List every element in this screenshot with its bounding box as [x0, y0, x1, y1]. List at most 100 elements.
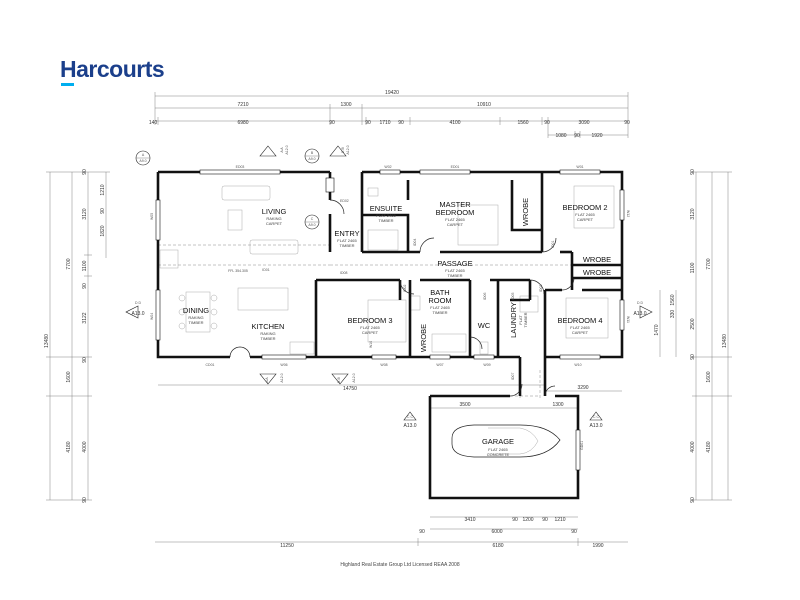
svg-text:BATH: BATH	[430, 288, 449, 297]
svg-text:FLAT 2465: FLAT 2465	[360, 325, 380, 330]
room-living: LIVING RAKING CARPET	[262, 207, 287, 226]
door-swings	[229, 199, 575, 397]
section-marker-cc-right: C C A13.0	[589, 411, 603, 429]
tag-w10b: W10	[369, 341, 373, 348]
dim-left-inner-1: 1100	[82, 260, 88, 271]
dim-row3-9: 3090	[578, 120, 589, 126]
dim-right-total: 13480	[722, 334, 728, 348]
svg-text:FLAT 2465: FLAT 2465	[376, 213, 396, 218]
tag-w01: W01	[576, 165, 583, 169]
dim-garage-row-2: 1200	[522, 517, 533, 523]
dim-total-1: 6180	[492, 543, 503, 549]
dim-bottom-right: 3290	[577, 385, 588, 391]
dim-right-inner-1: 1100	[690, 262, 696, 273]
tag-id05: ID05	[511, 293, 515, 300]
tag-cd04: CD01	[206, 363, 215, 367]
section-marker-bb-bottom: B B A12.0	[331, 373, 356, 385]
dim-left-small-1: 90	[82, 283, 88, 289]
dim-garage-inner: 3500	[459, 402, 470, 408]
tag-id04: ID04	[413, 239, 417, 246]
svg-text:LAUNDRY: LAUNDRY	[509, 302, 518, 338]
dim-right-outer-2: 4180	[706, 441, 712, 452]
svg-text:CONCRETE: CONCRETE	[487, 452, 510, 457]
dim-row3-2: 90	[329, 120, 335, 126]
brand-underline	[61, 83, 74, 86]
svg-text:BEDROOM: BEDROOM	[436, 208, 475, 217]
svg-text:A12.0: A12.0	[352, 373, 356, 382]
windows	[155, 169, 625, 471]
svg-text:ENTRY: ENTRY	[334, 229, 359, 238]
svg-text:C C: C C	[407, 415, 414, 419]
svg-text:CARPET: CARPET	[577, 217, 594, 222]
tag-id08: ID08	[340, 271, 347, 275]
dim-bottom-main: 14750	[343, 386, 357, 392]
svg-text:BEDROOM 2: BEDROOM 2	[562, 203, 607, 212]
dim-row3-4: 1710	[379, 120, 390, 126]
dim-left-small-0: 90	[82, 169, 88, 175]
tag-id02: ID02	[403, 285, 407, 292]
svg-text:ROOM: ROOM	[428, 296, 451, 305]
svg-text:ENSUITE: ENSUITE	[370, 204, 403, 213]
svg-text:CARPET: CARPET	[266, 221, 283, 226]
svg-text:D D: D D	[637, 301, 644, 305]
dim-left-small-2: 90	[82, 357, 88, 363]
dim-garage-row-0: 3410	[464, 517, 475, 523]
section-marker-dd-right: D D A13.0	[633, 301, 653, 319]
room-bathroom: BATH ROOM FLAT 2465 TIMBER	[428, 288, 451, 315]
dim-top-2: 1300	[340, 102, 351, 108]
dim-right-inner-0: 3120	[690, 208, 696, 219]
room-wrobe-master: WROBE	[521, 198, 530, 226]
svg-text:TIMBER: TIMBER	[523, 312, 528, 327]
svg-text:A A: A A	[280, 147, 284, 153]
dim-left-inner-2: 3122	[82, 312, 88, 323]
svg-text:FLAT 2465: FLAT 2465	[575, 212, 595, 217]
section-markers: A A9.0 B A9.0 C A9.0 A A A12.0 B B A12.0	[125, 145, 653, 429]
bottom-dimensions: 14750 3290 3500 1300 3410 90 1200 90 121…	[155, 384, 628, 549]
svg-text:C C: C C	[593, 415, 600, 419]
dim-left-inner-3: 4000	[82, 441, 88, 452]
room-entry: ENTRY FLAT 2465 TIMBER	[334, 229, 359, 248]
svg-text:B: B	[311, 151, 314, 155]
dim-left-inner2-0: 1210	[100, 184, 106, 195]
svg-text:A13.0: A13.0	[589, 423, 602, 429]
dim-right-inner2-2: 1470	[654, 324, 660, 335]
svg-text:FLAT: FLAT	[518, 315, 523, 325]
right-dimensions: 3120 1100 2500 4000 7700 1600 4180 13480…	[654, 169, 732, 503]
section-marker-aa-bottom: A A A12.0	[259, 373, 284, 385]
svg-text:A: A	[142, 153, 145, 157]
footer-license: Highland Real Estate Group Ltd Licensed …	[340, 562, 460, 568]
dim-left-outer-1: 1600	[66, 371, 72, 382]
section-marker-cc-left: C C A13.0	[403, 411, 417, 429]
dim-garage-row-1: 90	[512, 517, 518, 523]
tag-id03: ID03	[539, 285, 543, 292]
dim-row3-5: 90	[398, 120, 404, 126]
tag-w08: W08	[380, 363, 387, 367]
svg-text:RAKING: RAKING	[266, 216, 281, 221]
svg-text:A12.0: A12.0	[346, 145, 350, 154]
dim-row3-0: 140	[149, 120, 158, 126]
svg-text:TIMBER: TIMBER	[432, 310, 447, 315]
dim-row3-1: 6980	[237, 120, 248, 126]
svg-text:TIMBER: TIMBER	[378, 218, 393, 223]
tag-w06: W06	[280, 363, 287, 367]
svg-text:A12.0: A12.0	[285, 145, 289, 154]
svg-text:PASSAGE: PASSAGE	[437, 259, 472, 268]
section-marker-aa-top: A A A12.0	[259, 145, 289, 157]
dim-left-inner2-1: 1820	[100, 225, 106, 236]
svg-text:FLAT 2465: FLAT 2465	[488, 447, 508, 452]
dim-garage-right: 1300	[552, 402, 563, 408]
tag-id07: ID07	[511, 373, 515, 380]
section-marker-a: A A9.0	[135, 150, 151, 166]
svg-text:FLAT 2465: FLAT 2465	[445, 268, 465, 273]
svg-text:CARPET: CARPET	[572, 330, 589, 335]
tag-w11: W11	[626, 316, 630, 323]
svg-text:KITCHEN: KITCHEN	[252, 322, 285, 331]
svg-text:CARPET: CARPET	[362, 330, 379, 335]
dim-row3-3: 90	[365, 120, 371, 126]
tag-ed03: ED03	[236, 165, 245, 169]
dim-row3-7: 1560	[517, 120, 528, 126]
dim-right-outer-1: 1600	[706, 371, 712, 382]
svg-text:C: C	[311, 217, 314, 221]
svg-text:FLAT 2465: FLAT 2465	[445, 217, 465, 222]
brand-name: Harcourts	[60, 56, 165, 82]
